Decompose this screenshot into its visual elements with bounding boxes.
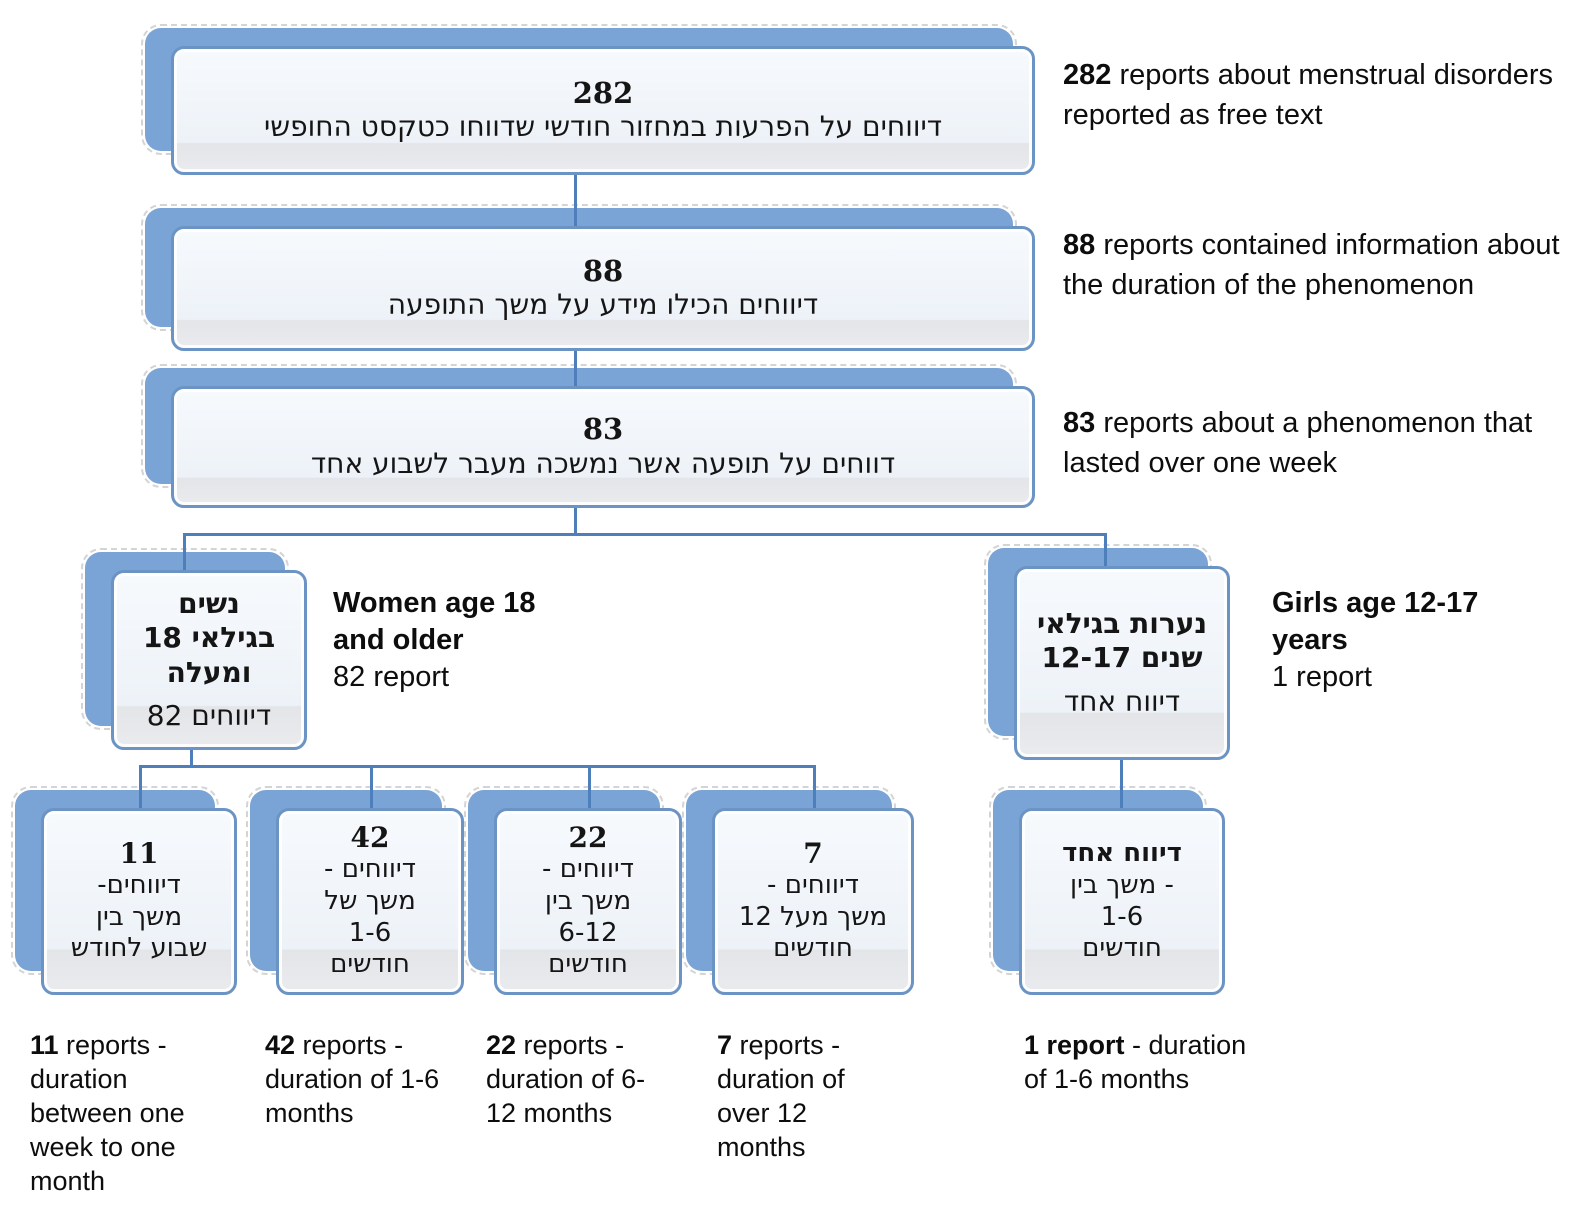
node-count: 7 — [803, 836, 823, 870]
annotation-title: Women age 18 and older — [333, 587, 536, 657]
connector-drop-7 — [813, 765, 816, 808]
annotation-number: 88 — [1063, 229, 1096, 261]
node-line: חודשים — [548, 949, 628, 980]
caption-7: 7 reports - duration of over 12 months — [717, 1028, 897, 1164]
annotation-number: 83 — [1063, 407, 1096, 439]
node-box: 282 דיווחים על הפרעות במחזור חודשי שדווח… — [171, 46, 1035, 175]
connector-branch-girls — [1104, 533, 1107, 566]
annotation-title: Girls age 12-17 years — [1272, 587, 1479, 657]
node-line: חודשים — [1082, 933, 1162, 964]
node-line: 1-6 — [1100, 901, 1144, 932]
annotation-girls: Girls age 12-17 years 1 report — [1272, 585, 1532, 696]
caption-number: 11 — [30, 1030, 59, 1060]
connector-branch-women — [183, 533, 186, 570]
node-line: בגילאי 18 — [142, 621, 276, 655]
flow-node-11: 11 דיווחים- משך בין שבוע לחודש — [11, 786, 237, 995]
caption-number: 22 — [486, 1030, 517, 1060]
node-box: 7 דיווחים - משך מעל 12 חודשים — [712, 808, 914, 995]
annotation-count: 1 report — [1272, 661, 1372, 694]
node-box: 88 דיווחים הכילו מידע על משך התופעה — [171, 226, 1035, 351]
node-count-line: 82 דיווחים — [146, 698, 272, 732]
annotation-text: reports about menstrual disorders report… — [1063, 59, 1554, 132]
node-count: 42 — [350, 820, 390, 854]
caption-text: reports - duration between one week to o… — [30, 1030, 185, 1197]
annotation-number: 282 — [1063, 59, 1112, 91]
node-line: 1-6 — [348, 917, 392, 948]
annotation-text: reports contained information about the … — [1063, 229, 1560, 302]
node-line: משך בין — [544, 885, 632, 916]
flow-node-83: 83 דווחים על תופעה אשר נמשכה מעבר לשבוע … — [141, 364, 1035, 508]
caption-42: 42 reports - duration of 1-6 months — [265, 1028, 445, 1130]
flow-node-88: 88 דיווחים הכילו מידע על משך התופעה — [141, 204, 1035, 351]
node-line: משך של — [324, 885, 416, 916]
connector-282-88 — [574, 175, 577, 226]
node-line: משך מעל 12 — [738, 901, 888, 932]
annotation-women: Women age 18 and older 82 report — [333, 585, 578, 696]
node-line: 6-12 — [558, 917, 618, 948]
annotation-count: 82 report — [333, 661, 450, 694]
caption-22: 22 reports - duration of 6-12 months — [486, 1028, 666, 1130]
annotation-text: reports about a phenomenon that lasted o… — [1063, 407, 1533, 480]
node-line: דיווחים - — [324, 854, 416, 885]
node-box: דיווח אחד - משך בין 1-6 חודשים — [1019, 808, 1225, 995]
node-line: 12-17 שנים — [1041, 641, 1203, 675]
flow-node-women: נשים בגילאי 18 ומעלה 82 דיווחים — [81, 548, 307, 750]
node-count-line: דיווח אחד — [1063, 684, 1181, 718]
flow-node-282: 282 דיווחים על הפרעות במחזור חודשי שדווח… — [141, 24, 1035, 175]
flow-node-42: 42 דיווחים - משך של 1-6 חודשים — [246, 786, 464, 995]
node-label: דווחים על תופעה אשר נמשכה מעבר לשבוע אחד — [310, 446, 896, 480]
node-label: דיווחים הכילו מידע על משך התופעה — [387, 288, 819, 322]
flow-node-girls: נערות בגילאי 12-17 שנים דיווח אחד — [984, 544, 1230, 760]
caption-text: reports - duration of 1-6 months — [265, 1030, 440, 1129]
node-line: דיווחים - — [767, 870, 859, 901]
connector-branch-horizontal — [183, 533, 1107, 536]
node-line: דיווחים - — [542, 854, 634, 885]
annotation-282: 282 reports about menstrual disorders re… — [1063, 55, 1563, 135]
node-line: דיווח אחד — [1062, 838, 1182, 869]
node-line: חודשים — [773, 933, 853, 964]
caption-11: 11 reports - duration between one week t… — [30, 1028, 220, 1198]
node-line: - משך בין — [1070, 869, 1174, 900]
flow-node-1report: דיווח אחד - משך בין 1-6 חודשים — [989, 786, 1225, 995]
annotation-88: 88 reports contained information about t… — [1063, 225, 1573, 305]
annotation-83: 83 reports about a phenomenon that laste… — [1063, 403, 1573, 483]
connector-girls-down — [1120, 760, 1123, 808]
caption-text: - duration of 1-6 months — [1024, 1030, 1247, 1095]
node-line: נשים — [178, 587, 240, 621]
node-line: דיווחים- — [97, 870, 181, 901]
caption-text: reports - duration of over 12 months — [717, 1030, 845, 1163]
connector-83-branch — [574, 508, 577, 533]
caption-number: 42 — [265, 1030, 296, 1060]
node-box: נערות בגילאי 12-17 שנים דיווח אחד — [1014, 566, 1230, 760]
node-box: 42 דיווחים - משך של 1-6 חודשים — [276, 808, 464, 995]
connector-women-horizontal — [139, 765, 816, 768]
connector-drop-42 — [370, 765, 373, 808]
node-line: חודשים — [330, 949, 410, 980]
connector-drop-11 — [139, 765, 142, 808]
node-box: 22 דיווחים - משך בין 6-12 חודשים — [494, 808, 682, 995]
node-count: 11 — [119, 836, 159, 870]
node-label: דיווחים על הפרעות במחזור חודשי שדווחו כט… — [263, 110, 942, 144]
node-line: נערות בגילאי — [1036, 607, 1208, 641]
node-count: 282 — [572, 75, 634, 110]
node-count: 22 — [568, 820, 608, 854]
node-box: 83 דווחים על תופעה אשר נמשכה מעבר לשבוע … — [171, 386, 1035, 508]
node-box: נשים בגילאי 18 ומעלה 82 דיווחים — [111, 570, 307, 750]
node-box: 11 דיווחים- משך בין שבוע לחודש — [41, 808, 237, 995]
connector-drop-22 — [588, 765, 591, 808]
node-line: משך בין — [95, 901, 183, 932]
node-line: ומעלה — [166, 655, 252, 689]
caption-number: 1 report — [1024, 1030, 1125, 1060]
flow-node-7: 7 דיווחים - משך מעל 12 חודשים — [682, 786, 914, 995]
caption-1report: 1 report - duration of 1-6 months — [1024, 1028, 1274, 1096]
node-count: 88 — [582, 253, 624, 288]
caption-text: reports - duration of 6-12 months — [486, 1030, 646, 1129]
node-line: שבוע לחודש — [70, 933, 208, 964]
node-count: 83 — [582, 412, 624, 447]
flow-node-22: 22 דיווחים - משך בין 6-12 חודשים — [464, 786, 682, 995]
connector-88-83 — [574, 351, 577, 386]
caption-number: 7 — [717, 1030, 733, 1060]
connector-women-down — [190, 750, 193, 767]
